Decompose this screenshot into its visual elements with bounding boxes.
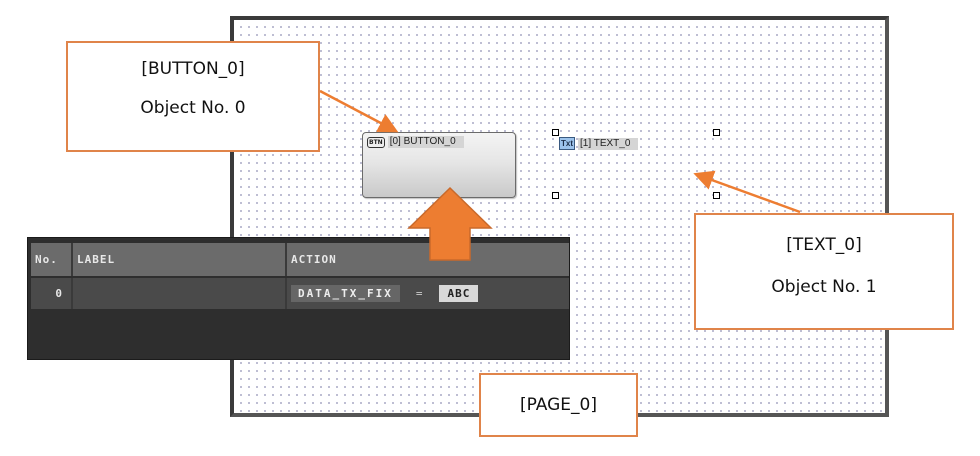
- object-tag: BTN [0] BUTTON_0: [367, 136, 464, 148]
- callout-title: [BUTTON_0]: [141, 59, 245, 79]
- header-action: ACTION: [291, 253, 337, 266]
- resize-handle-top-left[interactable]: [552, 129, 559, 136]
- button-object-0[interactable]: BTN [0] BUTTON_0: [362, 132, 516, 198]
- text-object-1[interactable]: Txt [1] TEXT_0: [552, 129, 720, 199]
- callout-page: [PAGE_0]: [479, 373, 638, 437]
- object-tag: Txt [1] TEXT_0: [559, 137, 639, 150]
- callout-button: [BUTTON_0] Object No. 0: [66, 41, 320, 152]
- object-label: [1] TEXT_0: [578, 137, 639, 150]
- resize-handle-top-right[interactable]: [713, 129, 720, 136]
- callout-title: [TEXT_0]: [786, 235, 862, 255]
- cell-action[interactable]: DATA_TX_FIX = ABC: [287, 278, 569, 309]
- resize-handle-bottom-right[interactable]: [713, 192, 720, 199]
- action-function[interactable]: DATA_TX_FIX: [291, 285, 400, 302]
- callout-text: [TEXT_0] Object No. 1: [694, 213, 954, 330]
- callout-title: [PAGE_0]: [520, 395, 597, 415]
- cell-no: 0: [31, 278, 73, 309]
- resize-handle-bottom-left[interactable]: [552, 192, 559, 199]
- cell-label[interactable]: [73, 278, 287, 309]
- action-table: No. LABEL ACTION 0 DATA_TX_FIX = ABC: [27, 237, 570, 360]
- action-operator: =: [415, 287, 424, 300]
- header-label: LABEL: [73, 243, 287, 276]
- callout-subtitle: Object No. 0: [140, 98, 246, 118]
- header-no: No.: [31, 243, 73, 276]
- text-type-icon: Txt: [559, 137, 575, 150]
- table-row[interactable]: 0 DATA_TX_FIX = ABC: [31, 278, 569, 309]
- table-header: No. LABEL ACTION: [31, 243, 569, 276]
- object-label: [0] BUTTON_0: [387, 136, 464, 148]
- action-value[interactable]: ABC: [439, 285, 479, 302]
- callout-subtitle: Object No. 1: [771, 277, 877, 297]
- up-arrow-icon: [407, 186, 493, 261]
- button-type-icon: BTN: [367, 136, 385, 148]
